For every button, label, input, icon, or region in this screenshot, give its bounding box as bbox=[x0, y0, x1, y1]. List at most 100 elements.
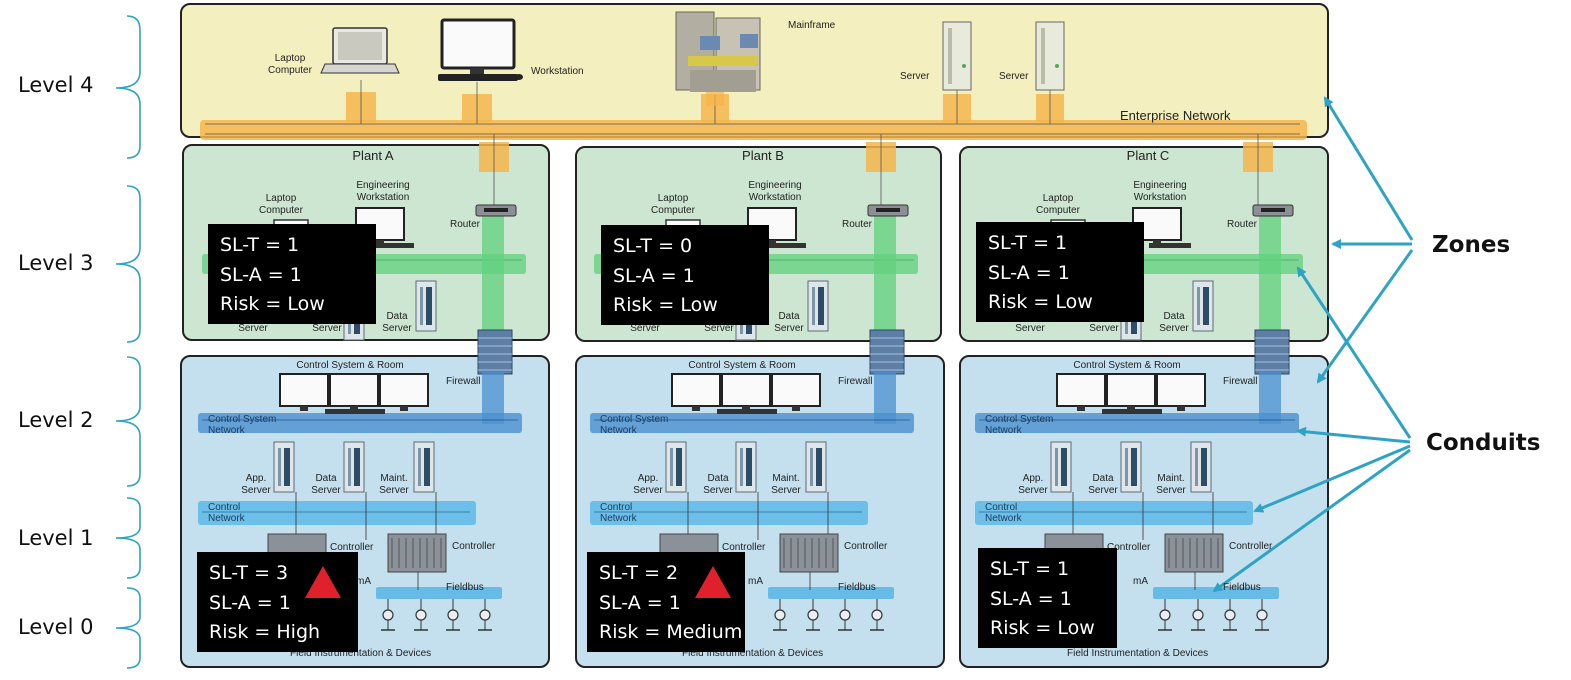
server-icon-1 bbox=[942, 21, 972, 91]
plant-b-server-b-label: Server bbox=[704, 323, 734, 334]
plant-a-control-monitor-1-icon bbox=[279, 373, 329, 411]
plant-c-level1-sl-a: SL-A = 1 bbox=[990, 587, 1072, 610]
plant-b-level1-risk: Risk = Medium bbox=[599, 621, 743, 643]
plant-b-control-network-bus bbox=[590, 501, 868, 525]
plant-c-level3-security-box: SL-T = 1 SL-A = 1 Risk = Low bbox=[976, 222, 1144, 322]
zones-callout: Zones bbox=[1432, 232, 1511, 258]
plant-c-server-a-label: Server bbox=[1015, 323, 1045, 334]
plant-a-l2-data-server-icon bbox=[343, 441, 365, 493]
plant-b-router-label: Router bbox=[842, 219, 873, 230]
plant-b-fieldbus bbox=[768, 587, 894, 599]
level-4-label: Level 4 bbox=[18, 73, 94, 97]
plant-c-fieldbus bbox=[1153, 587, 1279, 599]
zones-arrow-enterprise bbox=[1323, 96, 1414, 241]
plant-c-control-monitor-3-icon bbox=[1156, 373, 1206, 411]
plant-a-router-label: Router bbox=[450, 219, 481, 230]
level-braces bbox=[115, 15, 141, 669]
plant-c-control-network-bus bbox=[975, 501, 1253, 525]
plant-a-fieldbus bbox=[376, 587, 502, 599]
enterprise-network-bus bbox=[200, 62, 1307, 210]
plant-c-data-server-icon bbox=[1192, 280, 1214, 332]
plant-a-laptop-label: Laptop Computer bbox=[259, 193, 303, 216]
plant-b-l2-data-server-label: Data Server bbox=[703, 473, 733, 496]
plant-a-level3-sl-t: SL-T = 1 bbox=[220, 234, 300, 256]
plant-c-level3-sl-a: SL-A = 1 bbox=[988, 261, 1070, 284]
plant-a-field-device-4-icon bbox=[478, 599, 492, 631]
level-3-label: Level 3 bbox=[18, 251, 94, 275]
plant-a-controller-1-label: Controller bbox=[330, 542, 374, 553]
plant-c-maint-server-icon bbox=[1190, 441, 1212, 493]
plant-a-field-device-1-icon bbox=[381, 599, 395, 631]
plant-c-l2-data-server-label: Data Server bbox=[1088, 473, 1118, 496]
plant-c-fieldbus-label: Fieldbus bbox=[1223, 582, 1261, 593]
level-2-brace bbox=[115, 356, 141, 487]
plant-b-control-monitor-3-icon bbox=[771, 373, 821, 411]
plant-c-control-monitor-2-icon bbox=[1106, 373, 1156, 411]
plant-b-controller-2-label: Controller bbox=[844, 541, 888, 552]
plant-a-engineering-workstation-label: Engineering Workstation bbox=[356, 180, 410, 203]
plant-a-keyboard-icon bbox=[372, 243, 414, 248]
plant-a-field-device-2-icon bbox=[414, 599, 428, 631]
plant-c-controller-1-label: Controller bbox=[1107, 542, 1151, 553]
enterprise-workstation-label: Workstation bbox=[531, 66, 584, 77]
level-1-label: Level 1 bbox=[18, 526, 94, 550]
conduits-arrow-control-system-bus bbox=[1296, 426, 1411, 444]
plant-b-app-server-label: App. Server bbox=[633, 473, 663, 496]
plant-b-keyboard-icon bbox=[764, 243, 806, 248]
plant-a-level1-sl-a: SL-A = 1 bbox=[209, 591, 291, 614]
plant-c-control-room-label: Control System & Room bbox=[1073, 360, 1181, 371]
plant-c-control-network-label: Control Network bbox=[985, 502, 1022, 524]
plant-a-warning-triangle-icon bbox=[305, 566, 341, 598]
plant-b-l2-data-server-icon bbox=[735, 441, 757, 493]
plant-c-laptop-label: Laptop Computer bbox=[1036, 193, 1080, 216]
plant-b-maint-server-label: Maint. Server bbox=[771, 473, 801, 496]
plant-b-level3-sl-t: SL-T = 0 bbox=[613, 235, 693, 257]
plant-b-fieldbus-label: Fieldbus bbox=[838, 582, 876, 593]
enterprise-network-label: Enterprise Network bbox=[1120, 108, 1231, 123]
plant-b-control-room-label: Control System & Room bbox=[688, 360, 796, 371]
plant-c-level1-security-box: SL-T = 1 SL-A = 1 Risk = Low bbox=[978, 548, 1117, 648]
conduits-arrows bbox=[1212, 266, 1412, 593]
plant-a-app-server-icon bbox=[273, 441, 295, 493]
plant-c-level1-sl-t: SL-T = 1 bbox=[990, 558, 1070, 580]
plant-b-level3-risk: Risk = Low bbox=[613, 294, 718, 316]
plant-c-level3-sl-t: SL-T = 1 bbox=[988, 232, 1068, 254]
level-0-label: Level 0 bbox=[18, 615, 94, 639]
plant-b-control-system-network-label: Control System Network bbox=[600, 414, 669, 436]
plant-b-control-network-label: Control Network bbox=[600, 502, 637, 524]
plant-a-l2-data-server-label: Data Server bbox=[311, 473, 341, 496]
plant-a-firewall-label: Firewall bbox=[446, 376, 481, 387]
plant-a-maint-server-label: Maint. Server bbox=[379, 473, 409, 496]
plant-c-level3-risk: Risk = Low bbox=[988, 291, 1093, 313]
plant-a-fieldbus-label: Fieldbus bbox=[446, 582, 484, 593]
plant-a-control-room-label: Control System & Room bbox=[296, 360, 404, 371]
plant-c-server-b-label: Server bbox=[1089, 323, 1119, 334]
conduits-callout: Conduits bbox=[1426, 430, 1541, 456]
plant-c-maint-server-label: Maint. Server bbox=[1156, 473, 1186, 496]
plant-c-controller-2-label: Controller bbox=[1229, 541, 1273, 552]
plant-a-control-system-network-label: Control System Network bbox=[208, 414, 277, 436]
plant-c-control-monitor-1-icon bbox=[1056, 373, 1106, 411]
plant-b-title: Plant B bbox=[742, 148, 784, 163]
plant-c-level1-risk: Risk = Low bbox=[990, 617, 1095, 639]
plant-b-control-monitor-2-icon bbox=[721, 373, 771, 411]
plant-b-firewall-label: Firewall bbox=[838, 376, 873, 387]
plant-b-field-device-3-icon bbox=[838, 599, 852, 631]
workstation-icon bbox=[438, 18, 523, 81]
plant-b-control-monitor-1-icon bbox=[671, 373, 721, 411]
plant-c-engineering-workstation-label: Engineering Workstation bbox=[1133, 180, 1187, 203]
plant-a-level3-risk: Risk = Low bbox=[220, 293, 325, 315]
plant-b-field-device-1-icon bbox=[773, 599, 787, 631]
plant-b-firewall-icon bbox=[869, 329, 905, 375]
server-icon-2 bbox=[1035, 21, 1065, 91]
plant-b-level1-sl-a: SL-A = 1 bbox=[599, 591, 681, 614]
plant-a-control-system-bus bbox=[198, 372, 522, 433]
plant-c-field-device-1-icon bbox=[1158, 599, 1172, 631]
plant-a-control-network-bus bbox=[198, 501, 476, 525]
plant-b-ma-label: mA bbox=[748, 576, 763, 587]
plant-b-warning-triangle-icon bbox=[695, 566, 731, 598]
plant-b-engineering-workstation-label: Engineering Workstation bbox=[748, 180, 802, 203]
